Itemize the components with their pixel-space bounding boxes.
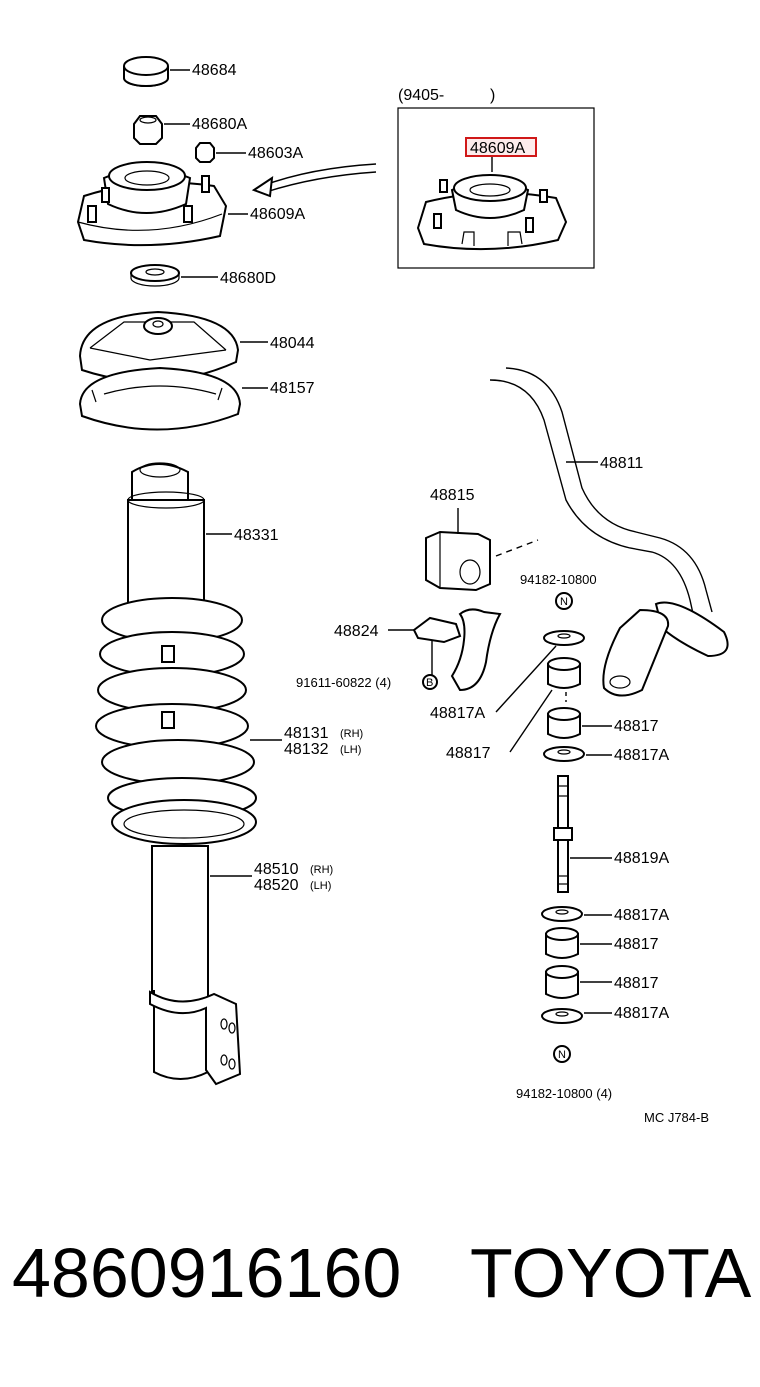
- part-48817A-r1-cushion: [543, 746, 612, 762]
- label-48132: 48132: [284, 741, 329, 758]
- part-48510-strut: [149, 845, 252, 1086]
- part-48331-bumper: [127, 462, 232, 613]
- part-48824-bracket: [388, 608, 502, 692]
- label-94182-top: 94182-10800: [520, 572, 597, 587]
- label-48684: 48684: [192, 62, 237, 79]
- label-48157: 48157: [270, 380, 315, 397]
- parts-diagram: 48684 48680A 48603A 48609A (9405- ): [76, 56, 729, 1125]
- label-48817A-r1: 48817A: [614, 747, 669, 764]
- label-48131: 48131: [284, 725, 329, 742]
- part-48817A-left-cushion: [495, 630, 585, 713]
- label-48331: 48331: [234, 527, 279, 544]
- part-48817-r2-bushing: [545, 927, 612, 959]
- label-48044: 48044: [270, 335, 315, 352]
- b-marker-letter: B: [426, 677, 433, 689]
- part-48817-r3-bushing: [545, 965, 612, 999]
- label-48819A: 48819A: [614, 850, 669, 867]
- part-48680A-nut: [133, 115, 190, 145]
- label-48520-side: (LH): [310, 880, 331, 892]
- label-48609A-inset: 48609A: [470, 140, 525, 157]
- arrow-inset-to-main: [251, 163, 377, 198]
- part-48684-cap: [123, 56, 190, 87]
- part-48680D-washer: [130, 264, 218, 287]
- part-48603A-nut: [195, 142, 246, 163]
- label-48680A: 48680A: [192, 116, 247, 133]
- label-48811: 48811: [600, 455, 643, 472]
- part-number: 4860916160: [12, 1234, 402, 1312]
- part-48157-insulator: [78, 366, 268, 431]
- label-48817-r3: 48817: [614, 975, 659, 992]
- label-48817-r1: 48817: [614, 718, 659, 735]
- label-91611: 91611-60822 (4): [296, 675, 391, 690]
- n-marker-top-letter: N: [560, 596, 568, 608]
- n-marker-bottom-letter: N: [558, 1049, 566, 1061]
- label-48510: 48510: [254, 861, 299, 878]
- inset-date-code: (9405-: [398, 87, 444, 104]
- label-48603A: 48603A: [248, 145, 303, 162]
- b-marker: B: [422, 674, 438, 690]
- highlight-box: [465, 137, 537, 157]
- part-48817A-r2-cushion: [541, 906, 612, 922]
- diagram-ref-code: MC J784-B: [644, 1110, 709, 1125]
- label-48817-r2: 48817: [614, 936, 659, 953]
- label-48609A: 48609A: [250, 206, 305, 223]
- inset-date-close: ): [490, 87, 495, 104]
- part-48811-stabilizer-bar: [489, 367, 729, 697]
- label-48817A-left: 48817A: [430, 705, 485, 722]
- part-48817-r1-bushing: [547, 707, 612, 739]
- label-48824: 48824: [334, 623, 379, 640]
- label-48817-left: 48817: [446, 745, 491, 762]
- part-48817-left-bushing: [509, 657, 581, 753]
- part-48819A-link-rod: [553, 775, 612, 893]
- label-48680D: 48680D: [220, 270, 276, 287]
- label-48131-side: (RH): [340, 728, 363, 740]
- n-marker-top: N: [555, 592, 573, 610]
- footer: 4860916160 TOYOTA: [0, 1238, 760, 1338]
- label-48510-side: (RH): [310, 864, 333, 876]
- part-48131-coil-spring: [95, 597, 282, 845]
- label-48132-side: (LH): [340, 744, 361, 756]
- n-marker-bottom: N: [553, 1045, 571, 1063]
- part-48609A-support: [76, 161, 248, 247]
- label-48520: 48520: [254, 877, 299, 894]
- brand-name: TOYOTA: [470, 1234, 752, 1312]
- part-48817A-r3-cushion: [541, 1008, 612, 1024]
- part-48815-bushing: [425, 508, 539, 592]
- label-94182-bottom: 94182-10800 (4): [516, 1086, 612, 1101]
- inset-box: (9405- ) 48609A: [397, 87, 595, 269]
- label-48815: 48815: [430, 487, 475, 504]
- label-48817A-r3: 48817A: [614, 1005, 669, 1022]
- label-48817A-r2: 48817A: [614, 907, 669, 924]
